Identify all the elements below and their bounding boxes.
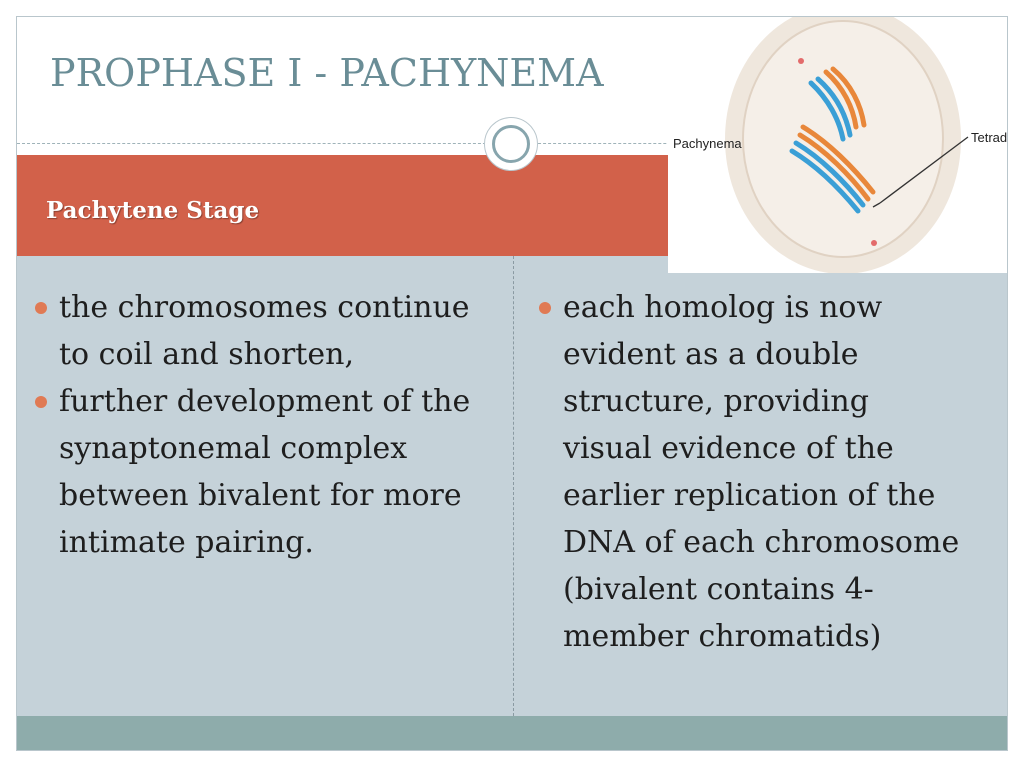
bullet-dot-icon [539, 302, 551, 314]
footer-band [17, 716, 1007, 750]
centriole-dot [871, 240, 877, 246]
chromatid-blue [815, 76, 853, 138]
chromatid-orange [797, 132, 871, 202]
list-item: further development of the synaptonemal … [31, 378, 471, 566]
slide: PROPHASE I - PACHYNEMA Pachytene Stage P… [16, 16, 1008, 751]
stage-label: Pachynema [673, 136, 742, 151]
chromatid-blue [789, 148, 861, 214]
slide-subtitle: Pachytene Stage [46, 197, 260, 224]
tetrad-pointer [879, 136, 969, 204]
chromatid-orange [830, 66, 867, 128]
bullet-dot-icon [35, 396, 47, 408]
pachynema-figure: Pachynema Tetrad [668, 17, 1007, 273]
chromatid-blue [793, 140, 866, 208]
cell-diagram: Pachynema Tetrad [673, 17, 1007, 273]
decorative-circle [484, 117, 538, 171]
tetrad-label: Tetrad [971, 130, 1007, 145]
left-bullet-list: the chromosomes continue to coil and sho… [31, 284, 471, 566]
chromatid-blue [808, 80, 846, 142]
bullet-dot-icon [35, 302, 47, 314]
content-area [17, 256, 1007, 716]
centriole-dot [798, 58, 804, 64]
right-bullet-list: each homolog is now evident as a double … [535, 284, 965, 660]
bullet-text: each homolog is now evident as a double … [563, 290, 960, 654]
chromatid-orange [800, 124, 876, 195]
list-item: the chromosomes continue to coil and sho… [31, 284, 471, 378]
tetrad-pointer [872, 202, 881, 208]
decorative-circle-inner [492, 125, 530, 163]
list-item: each homolog is now evident as a double … [535, 284, 965, 660]
column-divider [513, 256, 514, 716]
slide-title: PROPHASE I - PACHYNEMA [50, 51, 604, 95]
bullet-text: the chromosomes continue to coil and sho… [59, 290, 470, 372]
bullet-text: further development of the synaptonemal … [59, 384, 471, 560]
chromatid-orange [823, 69, 859, 130]
